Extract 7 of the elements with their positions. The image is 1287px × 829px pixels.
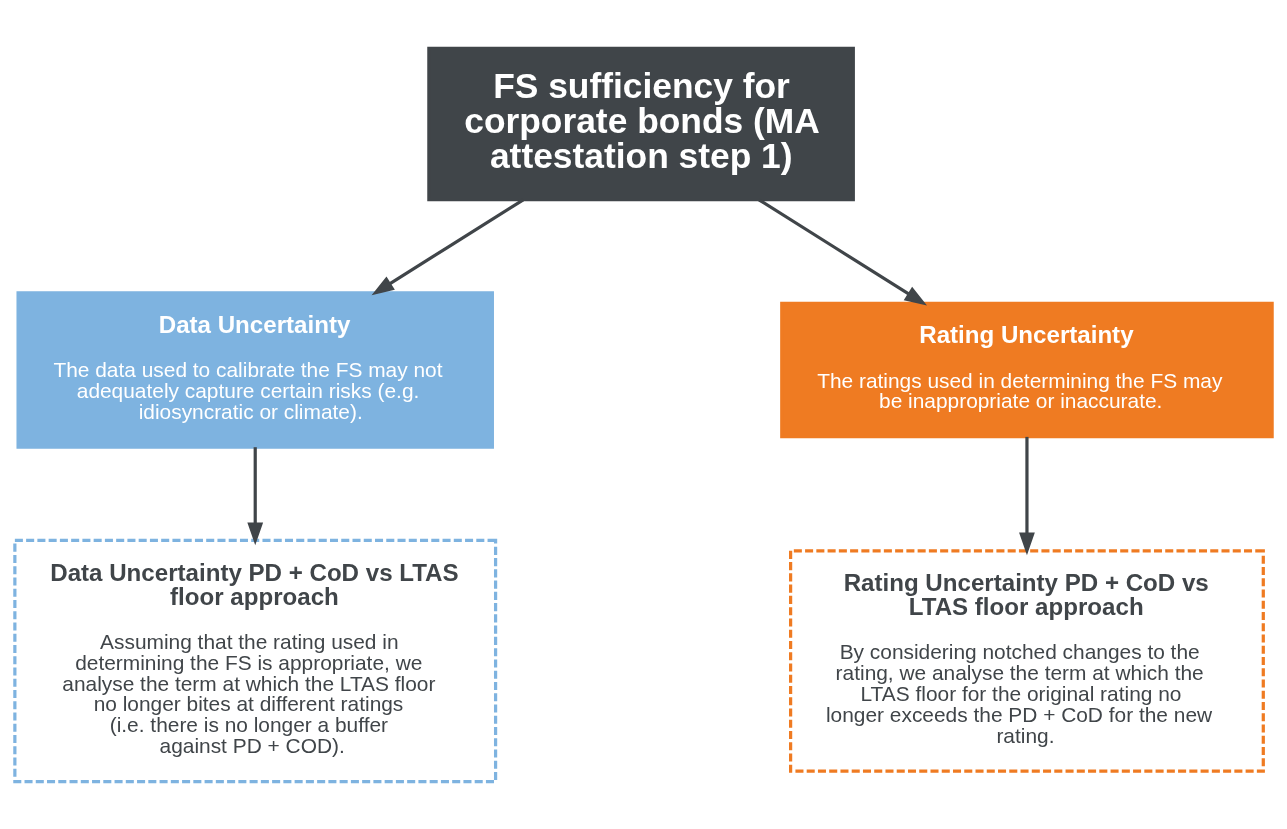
- node-box: Rating Uncertainty PD + CoD vs LTAS floor approach By considering notched changes to the rating, we analyse the term at which the LTAS floor for the original rating no longer exceeds the PD + CoD for the new rating.: [789, 548, 1265, 773]
- arrow: [247, 446, 264, 545]
- arrow: [1019, 436, 1035, 555]
- node-box: Data Uncertainty PD + CoD vs LTAS floor approach Assuming that the rating used in determining the FS is appropriate, we analyse the term at which the LTAS floor no longer bites at different ratings (i.e. there is no longer a buffer against PD + COD).: [13, 538, 498, 783]
- node-box: Data Uncertainty The data used to calibrate the FS may not adequately capture certain risks (e.g. idiosyncratic or climate).: [16, 290, 494, 449]
- node-box: Rating Uncertainty The ratings used in determining the FS may be inappropriate or inaccurate.: [780, 301, 1274, 438]
- node-box: FS sufficiency for corporate bonds (MA attestation step 1): [427, 46, 855, 201]
